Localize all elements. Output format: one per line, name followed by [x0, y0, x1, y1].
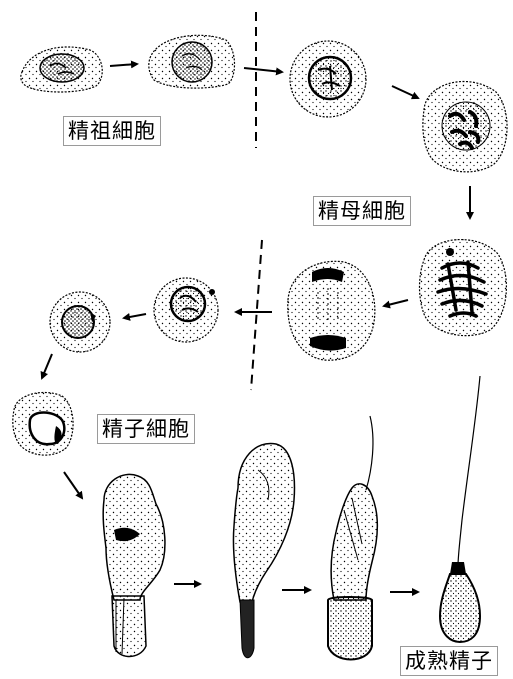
- cell-spermatocyte-2: [423, 82, 507, 172]
- cell-spermatogonium-2: [149, 35, 235, 88]
- label-mature-sperm: 成熟精子: [400, 646, 498, 676]
- arrow-9: [64, 472, 82, 498]
- cell-meiotic-prophase: [420, 240, 507, 336]
- cell-metaphase: [288, 261, 375, 360]
- cell-early-spermatid: [50, 292, 110, 352]
- label-spermatocyte: 精母細胞: [313, 196, 411, 226]
- arrow-1: [110, 64, 137, 66]
- cell-mature-sperm: [440, 376, 480, 642]
- cell-spermatocyte-1: [290, 41, 366, 117]
- label-spermatogonia: 精祖細胞: [63, 116, 161, 146]
- arrow-8: [42, 354, 52, 378]
- cell-secondary-spermatocyte: [154, 278, 218, 342]
- division-line-2: [251, 240, 262, 390]
- cell-elongating-spermatid-1: [103, 474, 165, 656]
- arrow-7: [124, 314, 146, 318]
- cell-late-spermatid: [328, 416, 377, 660]
- label-spermatid: 精子細胞: [97, 414, 195, 444]
- cell-spermatogonium-1: [21, 47, 102, 92]
- cell-round-spermatid: [13, 392, 73, 455]
- arrow-2: [244, 68, 282, 72]
- cell-elongating-spermatid-2: [233, 443, 294, 657]
- arrow-3: [392, 86, 418, 98]
- arrow-5: [384, 300, 408, 306]
